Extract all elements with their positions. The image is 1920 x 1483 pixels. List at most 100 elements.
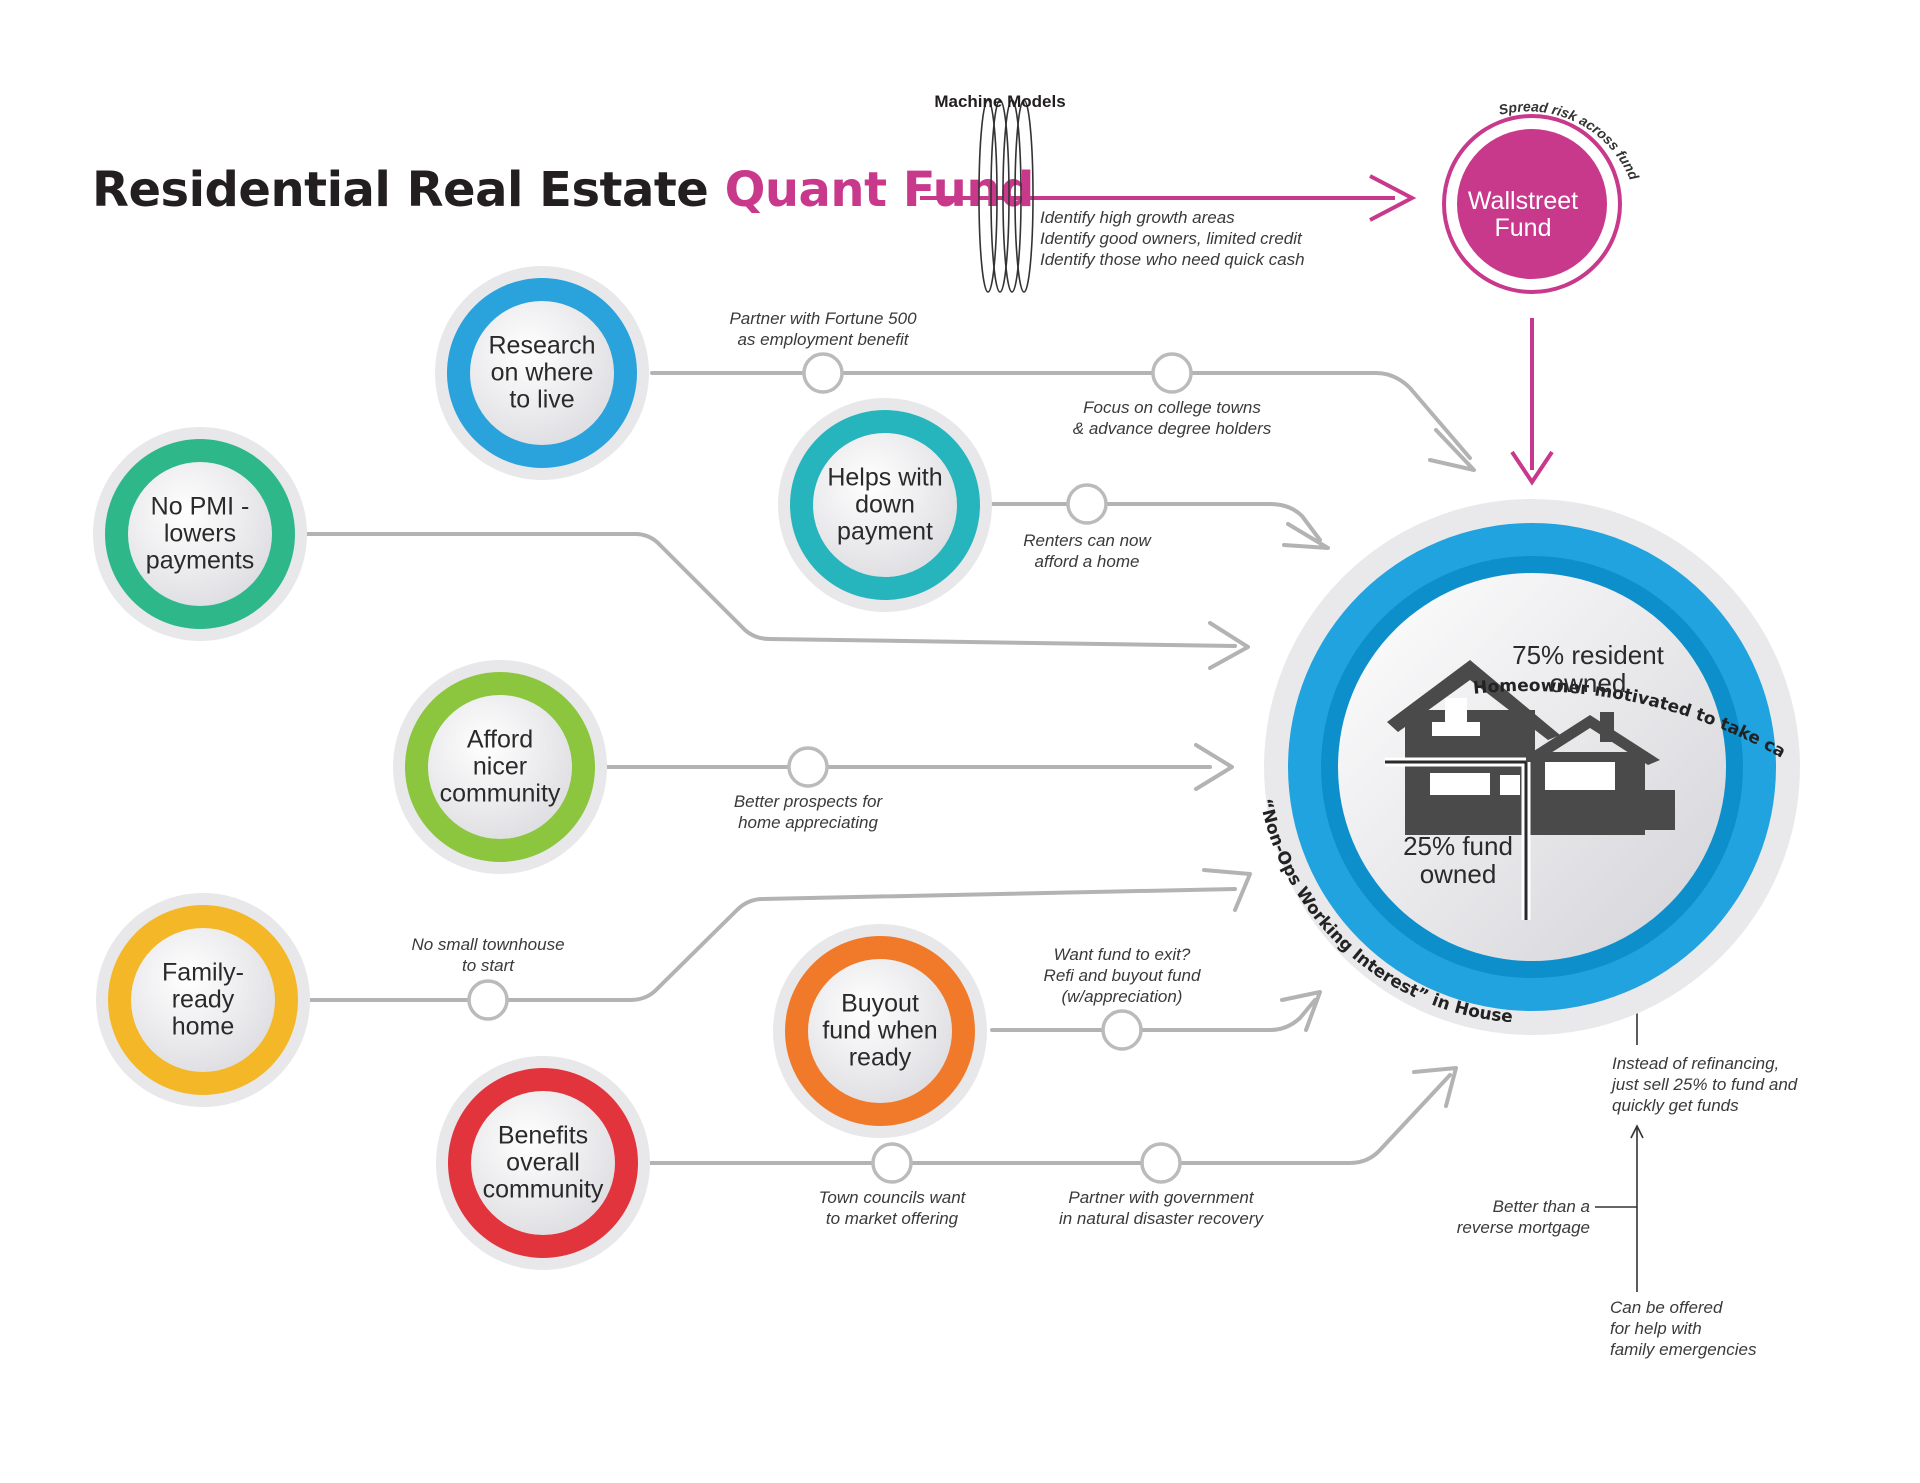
arrowhead-helps — [1282, 522, 1330, 550]
arrowhead-family — [1202, 868, 1252, 912]
node-label-line: Buyout — [841, 989, 919, 1018]
fund-to-house-arrow — [1510, 318, 1554, 486]
junction-college — [1151, 352, 1193, 394]
node-nopmi-label: No PMI - lowers payments — [145, 492, 255, 575]
node-label-line: Afford — [466, 725, 534, 754]
wallstreet-fund-label: Wallstreet Fund — [1468, 188, 1578, 242]
machine-models-arrow — [920, 174, 1417, 222]
note-line: Can be offered — [1610, 1298, 1723, 1317]
node-benefits-label: Benefits overall community — [482, 1121, 604, 1204]
ownership-divider-core — [1385, 760, 1528, 920]
node-label-line: Research — [488, 331, 596, 360]
node-label-line: community — [482, 1175, 604, 1204]
node-label-line: down — [855, 490, 915, 519]
node-helps-label: Helps with down payment — [827, 463, 943, 546]
node-label-line: Benefits — [497, 1121, 589, 1150]
title-main: Residential Real Estate — [92, 162, 709, 218]
note-line: Identify those who need quick cash — [1040, 250, 1305, 269]
junction-renters — [1066, 483, 1108, 525]
note-line: Want fund to exit? — [1053, 945, 1191, 964]
connector-research — [650, 371, 1472, 460]
junction-councils — [871, 1142, 913, 1184]
note-line: Identify good owners, limited credit — [1040, 229, 1302, 248]
note-townhouse: No small townhouse to start — [411, 934, 564, 976]
note-line: Renters can now — [1023, 531, 1151, 550]
junction-government — [1140, 1142, 1182, 1184]
node-buyout-label: Buyout fund when ready — [822, 989, 937, 1072]
center-text-line: 75% resident — [1512, 640, 1664, 670]
note-line: afford a home — [1034, 552, 1140, 571]
wallstreet-fund-circle — [1442, 114, 1622, 294]
fund-label-line: Wallstreet — [1467, 187, 1579, 215]
machine-models-icon — [978, 99, 1034, 293]
connector-helps — [988, 502, 1322, 542]
note-line: just sell 25% to fund and — [1612, 1075, 1798, 1094]
note-line: reverse mortgage — [1456, 1218, 1590, 1237]
page-title: Residential Real Estate Quant Fund — [92, 162, 1034, 218]
note-line: to market offering — [825, 1209, 959, 1228]
junction-exit — [1101, 1009, 1143, 1051]
node-benefits-inner — [471, 1091, 615, 1235]
node-label-line: payments — [145, 546, 255, 575]
fund-owned-label: 25% fund owned — [1403, 832, 1513, 888]
note-line: family emergencies — [1610, 1340, 1757, 1359]
note-line: as employment benefit — [737, 330, 909, 349]
node-buyout-inner — [808, 959, 952, 1103]
node-label-line: overall — [506, 1148, 580, 1177]
note-line: Better prospects for — [733, 792, 883, 811]
note-line: Focus on college towns — [1083, 398, 1261, 417]
note-line: for help with — [1610, 1319, 1702, 1338]
node-label-line: No PMI - — [150, 492, 250, 521]
machine-models-notes: Identify high growth areas Identify good… — [1040, 207, 1305, 270]
title-accent: Quant Fund — [724, 162, 1035, 218]
note-line: Identify high growth areas — [1040, 208, 1235, 227]
node-nopmi-inner — [128, 462, 272, 606]
node-label-line: lowers — [163, 519, 237, 548]
note-line: home appreciating — [738, 813, 878, 832]
house-icon — [1387, 660, 1675, 835]
node-label-line: Helps with — [827, 463, 943, 492]
note-line: Town councils want — [818, 1188, 966, 1207]
arrowhead-benefits — [1412, 1066, 1458, 1108]
node-label-line: ready — [848, 1043, 912, 1072]
note-fortune: Partner with Fortune 500 as employment b… — [729, 308, 916, 350]
fund-label-line: Fund — [1494, 214, 1552, 242]
connector-buyout — [990, 998, 1317, 1032]
arrowhead-research — [1428, 428, 1476, 472]
note-government: Partner with government in natural disas… — [1059, 1187, 1263, 1229]
arrowhead-afford — [1194, 743, 1234, 791]
node-label-line: payment — [837, 517, 933, 546]
node-label-line: to live — [509, 385, 575, 414]
connector-benefits — [648, 1073, 1452, 1165]
note-line: Partner with government — [1068, 1188, 1254, 1207]
node-label-line: home — [171, 1012, 235, 1041]
resident-owned-label: 75% resident owned — [1512, 641, 1664, 697]
node-research-label: Research on where to live — [488, 331, 596, 414]
note-emergencies: Can be offered for help with family emer… — [1610, 1297, 1756, 1360]
node-label-line: on where — [490, 358, 594, 387]
arrowhead-nopmi — [1208, 621, 1250, 670]
node-label-line: ready — [171, 985, 235, 1014]
node-label-line: Family- — [162, 958, 244, 987]
note-renters: Renters can now afford a home — [1023, 530, 1151, 572]
junction-prospects — [787, 746, 829, 788]
note-prospects: Better prospects for home appreciating — [734, 791, 882, 833]
machine-models-label: Machine Models — [934, 92, 1066, 111]
connector-nopmi — [303, 532, 1237, 648]
arrowhead-buyout — [1280, 990, 1322, 1032]
note-line: No small townhouse — [411, 935, 565, 954]
note-line: & advance degree holders — [1072, 419, 1272, 438]
node-afford-label: Afford nicer community — [439, 725, 561, 808]
center-text-line: 25% fund — [1403, 831, 1513, 861]
junction-townhouse — [467, 979, 509, 1021]
note-line: Partner with Fortune 500 — [729, 309, 917, 328]
node-afford-inner — [428, 695, 572, 839]
node-helps-inner — [813, 433, 957, 577]
note-line: (w/appreciation) — [1061, 987, 1183, 1006]
callout-arrowhead-lower — [1630, 1124, 1644, 1139]
note-line: quickly get funds — [1612, 1096, 1739, 1115]
center-text-line: owned — [1549, 668, 1627, 698]
note-exit: Want fund to exit? Refi and buyout fund … — [1044, 944, 1201, 1007]
node-label-line: community — [439, 779, 561, 808]
